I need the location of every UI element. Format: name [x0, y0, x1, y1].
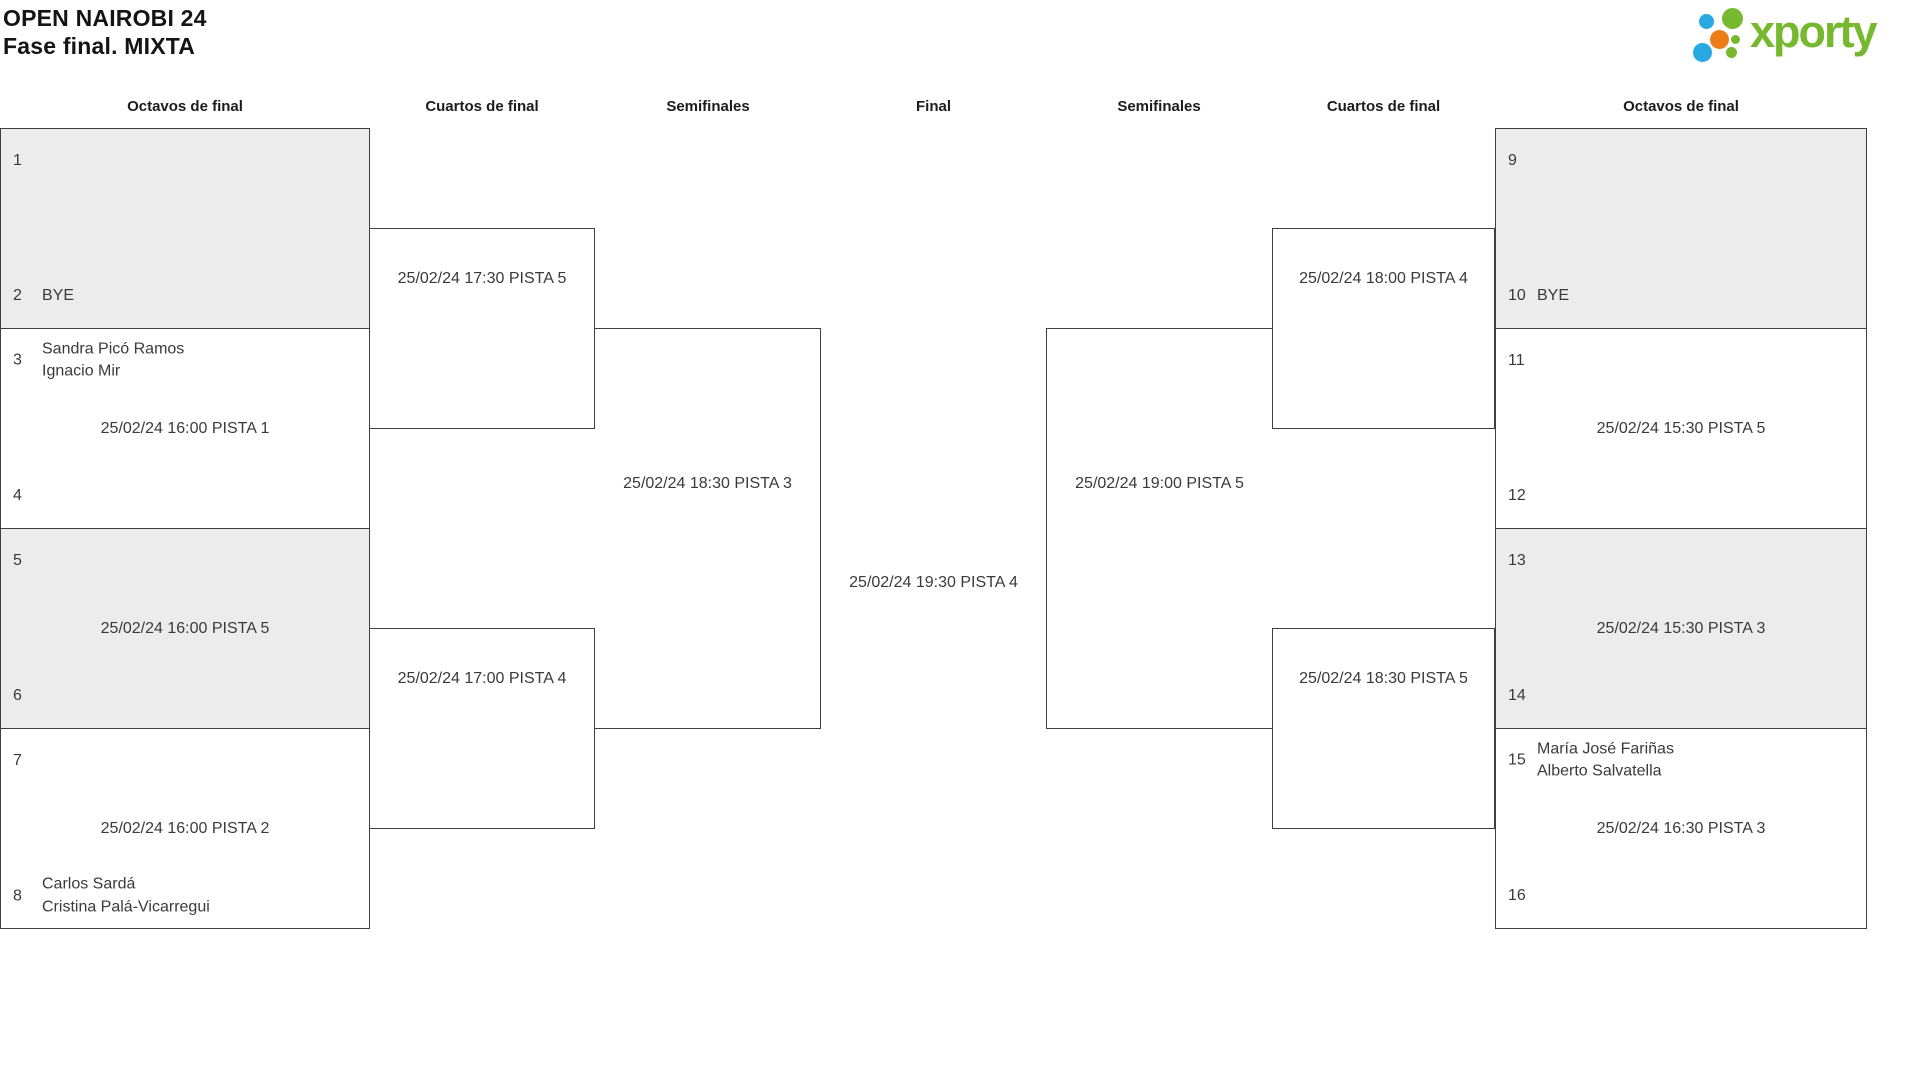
round-header-octavos-left: Octavos de final	[127, 98, 243, 115]
match-box-octavos-9-10[interactable]: 9 10 BYE	[1495, 128, 1867, 329]
seed-number: 6	[13, 687, 22, 704]
match-slot: 5	[13, 552, 363, 570]
player-name: Ignacio Mir	[42, 363, 121, 380]
match-slot: 7	[13, 752, 363, 770]
match-slot: 2 BYE	[13, 285, 363, 307]
player-names: BYE	[42, 285, 74, 307]
seed-number: 14	[1508, 687, 1526, 704]
seed-number: 7	[13, 752, 22, 769]
xporty-logo[interactable]: xporty	[1690, 2, 1918, 72]
match-box-octavos-11-12[interactable]: 11 25/02/24 15:30 PISTA 5 12	[1495, 328, 1867, 529]
match-box-octavos-5-6[interactable]: 5 25/02/24 16:00 PISTA 5 6	[0, 528, 370, 729]
match-box-octavos-1-2[interactable]: 1 2 BYE	[0, 128, 370, 329]
match-slot: 10 BYE	[1508, 285, 1860, 307]
match-box-octavos-13-14[interactable]: 13 25/02/24 15:30 PISTA 3 14	[1495, 528, 1867, 729]
player-name: BYE	[1537, 286, 1570, 304]
match-schedule: 25/02/24 18:00 PISTA 4	[1299, 270, 1468, 287]
seed-number: 11	[1508, 352, 1525, 369]
round-header-final: Final	[915, 98, 951, 115]
player-name: Alberto Salvatella	[1537, 763, 1662, 780]
seed-number: 9	[1508, 152, 1517, 169]
match-slot: 16	[1508, 887, 1860, 905]
seed-number: 3	[13, 352, 22, 369]
match-schedule: 25/02/24 17:30 PISTA 5	[397, 270, 567, 287]
seed-number: 13	[1508, 552, 1526, 569]
match-schedule: 25/02/24 18:30 PISTA 3	[623, 475, 792, 492]
match-slot: 4	[13, 487, 363, 505]
logo-dot-blue-large-icon	[1693, 43, 1712, 62]
logo-dot-orange-icon	[1710, 30, 1729, 49]
match-slot: 6	[13, 687, 363, 705]
match-slot: 1	[13, 152, 363, 170]
player-names: BYE	[1537, 285, 1569, 307]
match-slot: 12	[1508, 487, 1860, 505]
match-schedule: 25/02/24 15:30 PISTA 5	[1596, 419, 1766, 437]
logo-dot-green-large-icon	[1722, 8, 1743, 29]
logo-dot-blue-small-icon	[1699, 14, 1714, 29]
match-schedule: 25/02/24 16:30 PISTA 3	[1596, 819, 1766, 837]
seed-number: 15	[1508, 752, 1526, 769]
seed-number: 8	[13, 887, 22, 904]
match-slot: 9	[1508, 152, 1860, 170]
match-schedule: 25/02/24 18:30 PISTA 5	[1299, 670, 1468, 687]
match-schedule: 25/02/24 15:30 PISTA 3	[1596, 619, 1766, 637]
logo-dot-green-tiny-icon	[1731, 35, 1740, 44]
seed-number: 2	[13, 286, 22, 304]
match-box-qf-left-top[interactable]: 25/02/24 17:30 PISTA 5	[369, 228, 595, 429]
round-header-cuartos-right: Cuartos de final	[1326, 98, 1441, 115]
seed-number: 10	[1508, 286, 1526, 304]
seed-number: 4	[13, 487, 22, 504]
seed-number: 16	[1508, 887, 1526, 904]
match-slot: 13	[1508, 552, 1860, 570]
match-slot: 11	[1508, 352, 1860, 370]
phase-subtitle: Fase final. MIXTA	[3, 33, 196, 59]
round-header-octavos-right: Octavos de final	[1623, 98, 1739, 115]
player-name: María José Fariñas	[1537, 740, 1674, 758]
round-header-semis-right: Semifinales	[1117, 98, 1201, 115]
match-schedule: 25/02/24 17:00 PISTA 4	[397, 670, 567, 687]
match-box-sf-left[interactable]: 25/02/24 18:30 PISTA 3	[595, 328, 821, 729]
round-header-cuartos-left: Cuartos de final	[425, 98, 539, 115]
match-schedule: 25/02/24 16:00 PISTA 5	[100, 619, 270, 637]
match-schedule: 25/02/24 19:00 PISTA 5	[1075, 475, 1244, 492]
match-box-qf-left-bottom[interactable]: 25/02/24 17:00 PISTA 4	[369, 628, 595, 829]
match-slot: 14	[1508, 687, 1860, 705]
seed-number: 1	[13, 152, 22, 169]
title-block: OPEN NAIROBI 24 Fase final. MIXTA	[3, 4, 207, 60]
logo-wordmark: xporty	[1750, 6, 1878, 57]
seed-number: 5	[13, 552, 22, 569]
round-header-semis-left: Semifinales	[666, 98, 750, 115]
match-box-qf-right-top[interactable]: 25/02/24 18:00 PISTA 4	[1272, 228, 1495, 429]
final-match-schedule: 25/02/24 19:30 PISTA 4	[849, 574, 1018, 591]
tournament-title: OPEN NAIROBI 24	[3, 5, 207, 31]
match-schedule: 25/02/24 16:00 PISTA 1	[100, 419, 270, 437]
player-name: Cristina Palá-Vicarregui	[42, 898, 210, 915]
player-name: BYE	[42, 286, 75, 304]
player-name: Sandra Picó Ramos	[42, 340, 185, 358]
logo-dot-green-small-icon	[1726, 47, 1737, 58]
player-name: Carlos Sardá	[42, 875, 136, 893]
match-schedule: 25/02/24 16:00 PISTA 2	[100, 819, 270, 837]
match-box-sf-right[interactable]: 25/02/24 19:00 PISTA 5	[1046, 328, 1272, 729]
match-box-qf-right-bottom[interactable]: 25/02/24 18:30 PISTA 5	[1272, 628, 1495, 829]
seed-number: 12	[1508, 487, 1526, 504]
